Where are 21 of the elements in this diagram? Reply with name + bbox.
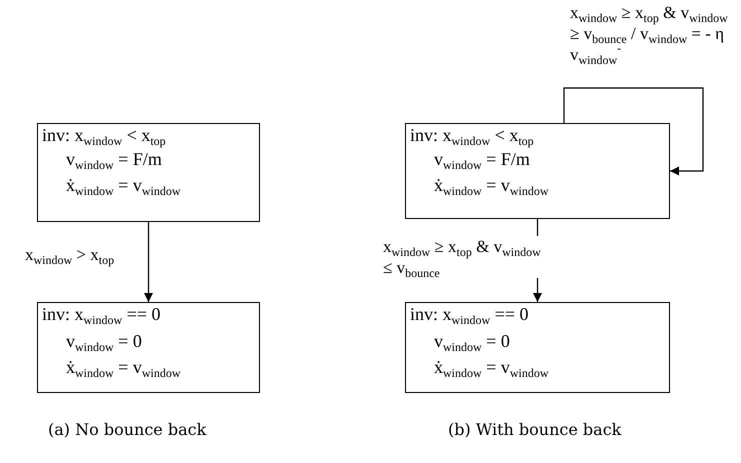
arrow — [144, 222, 153, 302]
subfigure-caption: (b) With bounce back — [448, 420, 622, 439]
state-box — [405, 123, 670, 219]
flow-equation: v$_{window}$ = 0 — [66, 331, 142, 351]
flow-equation: ẋ$_{window}$ = v$_{window}$ — [434, 175, 548, 195]
invariant-text: inv: x$_{window}$ == 0 — [410, 304, 528, 324]
self-loop-arrow — [563, 87, 704, 176]
subfigure-caption: (a) No bounce back — [48, 420, 206, 439]
invariant-text: inv: x$_{window}$ < x$_{top}$ — [410, 125, 534, 145]
state-box — [37, 302, 260, 393]
state-box — [405, 302, 670, 393]
edge-label: x$_{window}$ ≥ x$_{top}$ & v$_{window}$ ≤ v$_{bounce}$ — [383, 236, 543, 278]
flow-equation: ẋ$_{window}$ = v$_{window}$ — [66, 357, 180, 377]
flow-equation: ẋ$_{window}$ = v$_{window}$ — [66, 175, 180, 195]
flow-equation: v$_{window}$ = 0 — [434, 331, 510, 351]
flow-equation: v$_{window}$ = F/m — [66, 149, 162, 169]
state-box — [37, 123, 260, 222]
flow-equation: ẋ$_{window}$ = v$_{window}$ — [434, 357, 548, 377]
invariant-text: inv: x$_{window}$ == 0 — [42, 304, 160, 324]
flow-equation: v$_{window}$ = F/m — [434, 149, 530, 169]
invariant-text: inv: x$_{window}$ < x$_{top}$ — [42, 125, 166, 145]
